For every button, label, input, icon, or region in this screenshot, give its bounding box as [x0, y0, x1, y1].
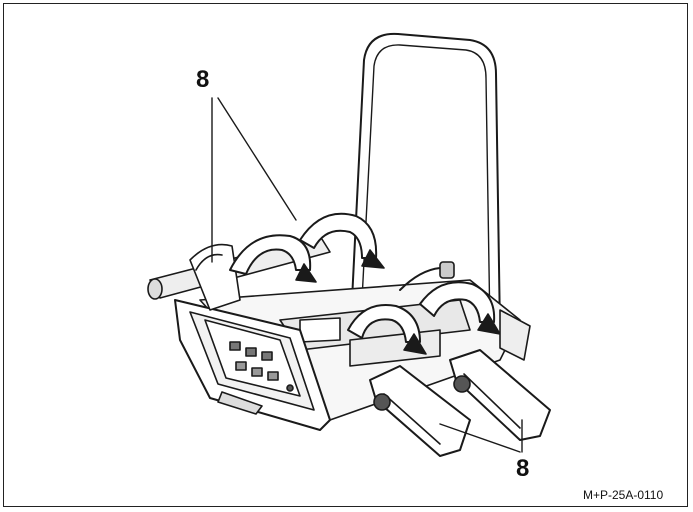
leader-line-bottom-2	[439, 423, 521, 453]
callout-label-bottom: 8	[516, 455, 530, 482]
callout-label-top: 8	[196, 66, 210, 93]
figure-frame	[3, 3, 688, 507]
strap-clamp-4	[419, 281, 496, 323]
leader-line-top-2	[217, 97, 297, 221]
frame-hoop-inner	[361, 44, 491, 331]
foot-pedal	[217, 391, 263, 415]
frame-hoop	[351, 32, 501, 331]
figure-reference-code: M+P-25A-0110	[583, 488, 664, 502]
strap-clamp-3	[347, 304, 421, 343]
